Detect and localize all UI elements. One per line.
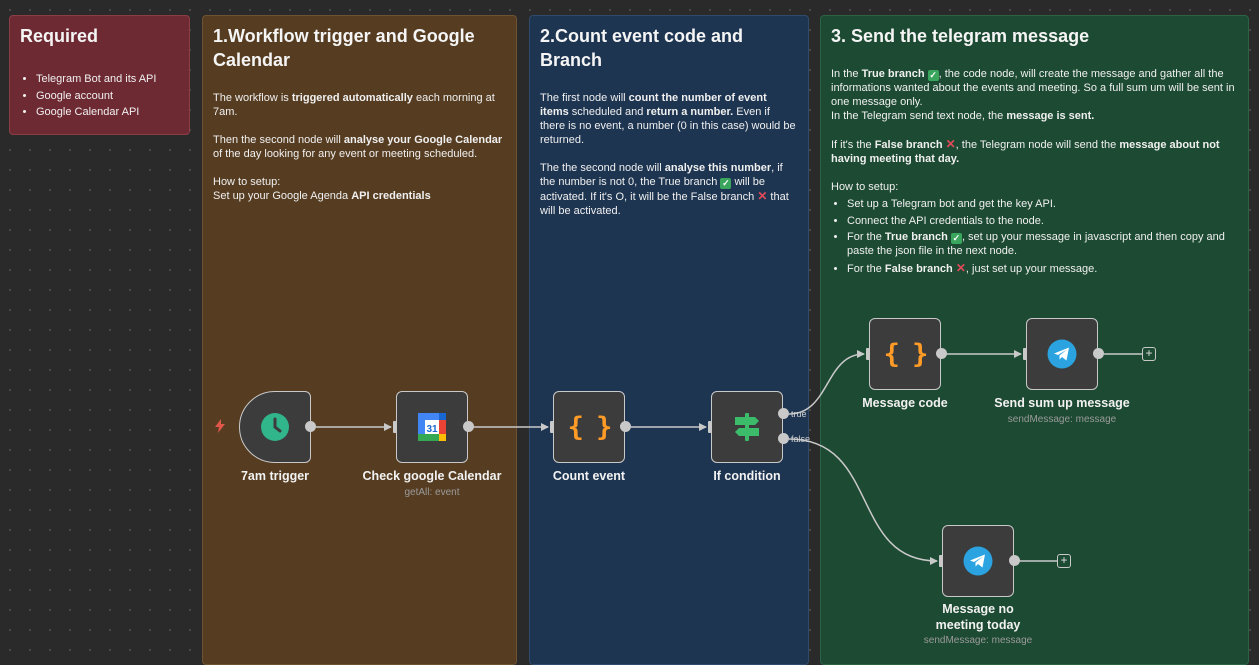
section3-setup-list: Set up a Telegram bot and get the key AP… <box>831 197 1238 276</box>
output-port[interactable] <box>936 348 947 359</box>
section1-paragraph: Then the second node will analyse your G… <box>213 134 503 160</box>
code-braces-icon: { } <box>883 338 929 370</box>
clock-icon <box>261 413 289 441</box>
required-list: Telegram Bot and its API Google account … <box>20 72 179 119</box>
section3-title: 3. Send the telegram message <box>831 26 1090 46</box>
required-item: Google Calendar API <box>36 105 179 119</box>
node-7am-trigger[interactable] <box>239 391 311 463</box>
input-port[interactable] <box>550 421 555 433</box>
node-label: Send sum up message <box>994 396 1130 410</box>
check-mark-icon: ✓ <box>927 70 939 81</box>
cross-mark-icon: ✕ <box>955 260 966 275</box>
node-count-event[interactable]: { } <box>553 391 625 463</box>
sticky-section1[interactable]: 1.Workflow trigger and Google Calendar T… <box>202 15 517 665</box>
required-item: Telegram Bot and its API <box>36 72 179 86</box>
connection-false-sendno[interactable] <box>788 438 938 565</box>
node-subtitle: sendMessage: message <box>1007 414 1117 425</box>
output-port[interactable] <box>1093 348 1104 359</box>
node-label: Message no meeting today <box>935 602 1021 632</box>
node-send-sum-up-message[interactable] <box>1026 318 1098 390</box>
output-port[interactable] <box>1009 555 1020 566</box>
section1-paragraph: The workflow is triggered automatically … <box>213 92 495 118</box>
node-message-no-meeting-today[interactable] <box>942 525 1014 597</box>
input-port[interactable] <box>708 421 713 433</box>
lightning-icon <box>215 419 225 433</box>
setup-step: Connect the API credentials to the node. <box>847 214 1238 228</box>
output-port[interactable] <box>463 421 474 432</box>
input-port[interactable] <box>939 555 944 567</box>
connection-true-msgcode[interactable] <box>788 350 865 415</box>
telegram-icon <box>1047 339 1077 369</box>
add-node-button[interactable]: + <box>1057 554 1071 568</box>
cross-mark-icon: ✕ <box>757 189 768 203</box>
section3-paragraph: In the True branch ✓, the code node, wil… <box>831 68 1235 122</box>
required-title: Required <box>20 26 99 46</box>
sticky-required[interactable]: Required Telegram Bot and its API Google… <box>9 15 190 135</box>
section3-paragraph: If it's the False branch ✕, the Telegram… <box>831 137 1220 165</box>
node-label: 7am trigger <box>240 469 310 483</box>
node-label: Message code <box>862 396 948 410</box>
google-calendar-icon: 31 <box>418 413 446 441</box>
output-port[interactable] <box>620 421 631 432</box>
section1-setup-text: Set up your Google Agenda API credential… <box>213 190 431 202</box>
section2-paragraph: The first node will count the number of … <box>540 92 796 146</box>
section2-title: 2.Count event code and Branch <box>540 26 744 70</box>
node-check-google-calendar[interactable]: 31 <box>396 391 468 463</box>
check-mark-icon: ✓ <box>950 233 962 244</box>
telegram-icon <box>963 546 993 576</box>
branch-label-true: true <box>791 409 807 419</box>
input-port[interactable] <box>393 421 398 433</box>
section3-setup: How to setup: <box>831 181 899 193</box>
node-label: Count event <box>552 469 626 483</box>
section1-setup: How to setup: <box>213 176 281 188</box>
node-message-code[interactable]: { } <box>869 318 941 390</box>
section1-title: 1.Workflow trigger and Google Calendar <box>213 26 475 70</box>
setup-step: Set up a Telegram bot and get the key AP… <box>847 197 1238 211</box>
section2-paragraph: The the second node will analyse this nu… <box>540 162 789 217</box>
svg-text:31: 31 <box>426 424 438 435</box>
signpost-icon <box>735 413 759 441</box>
setup-step: For the False branch ✕, just set up your… <box>847 261 1238 276</box>
output-port-false[interactable] <box>778 433 789 444</box>
output-port-true[interactable] <box>778 408 789 419</box>
node-subtitle: sendMessage: message <box>923 635 1033 646</box>
check-mark-icon: ✓ <box>720 178 732 189</box>
node-label: If condition <box>713 469 781 483</box>
output-port[interactable] <box>305 421 316 432</box>
node-subtitle: getAll: event <box>404 487 460 498</box>
node-if-condition[interactable] <box>711 391 783 463</box>
add-node-button[interactable]: + <box>1142 347 1156 361</box>
input-port[interactable] <box>1023 348 1028 360</box>
code-braces-icon: { } <box>567 411 613 443</box>
sticky-section2[interactable]: 2.Count event code and Branch The first … <box>529 15 809 665</box>
branch-label-false: false <box>791 434 811 444</box>
setup-step: For the True branch ✓, set up your messa… <box>847 230 1238 258</box>
required-item: Google account <box>36 89 179 103</box>
cross-mark-icon: ✕ <box>945 137 956 151</box>
input-port[interactable] <box>866 348 871 360</box>
node-label: Check google Calendar <box>362 469 502 483</box>
